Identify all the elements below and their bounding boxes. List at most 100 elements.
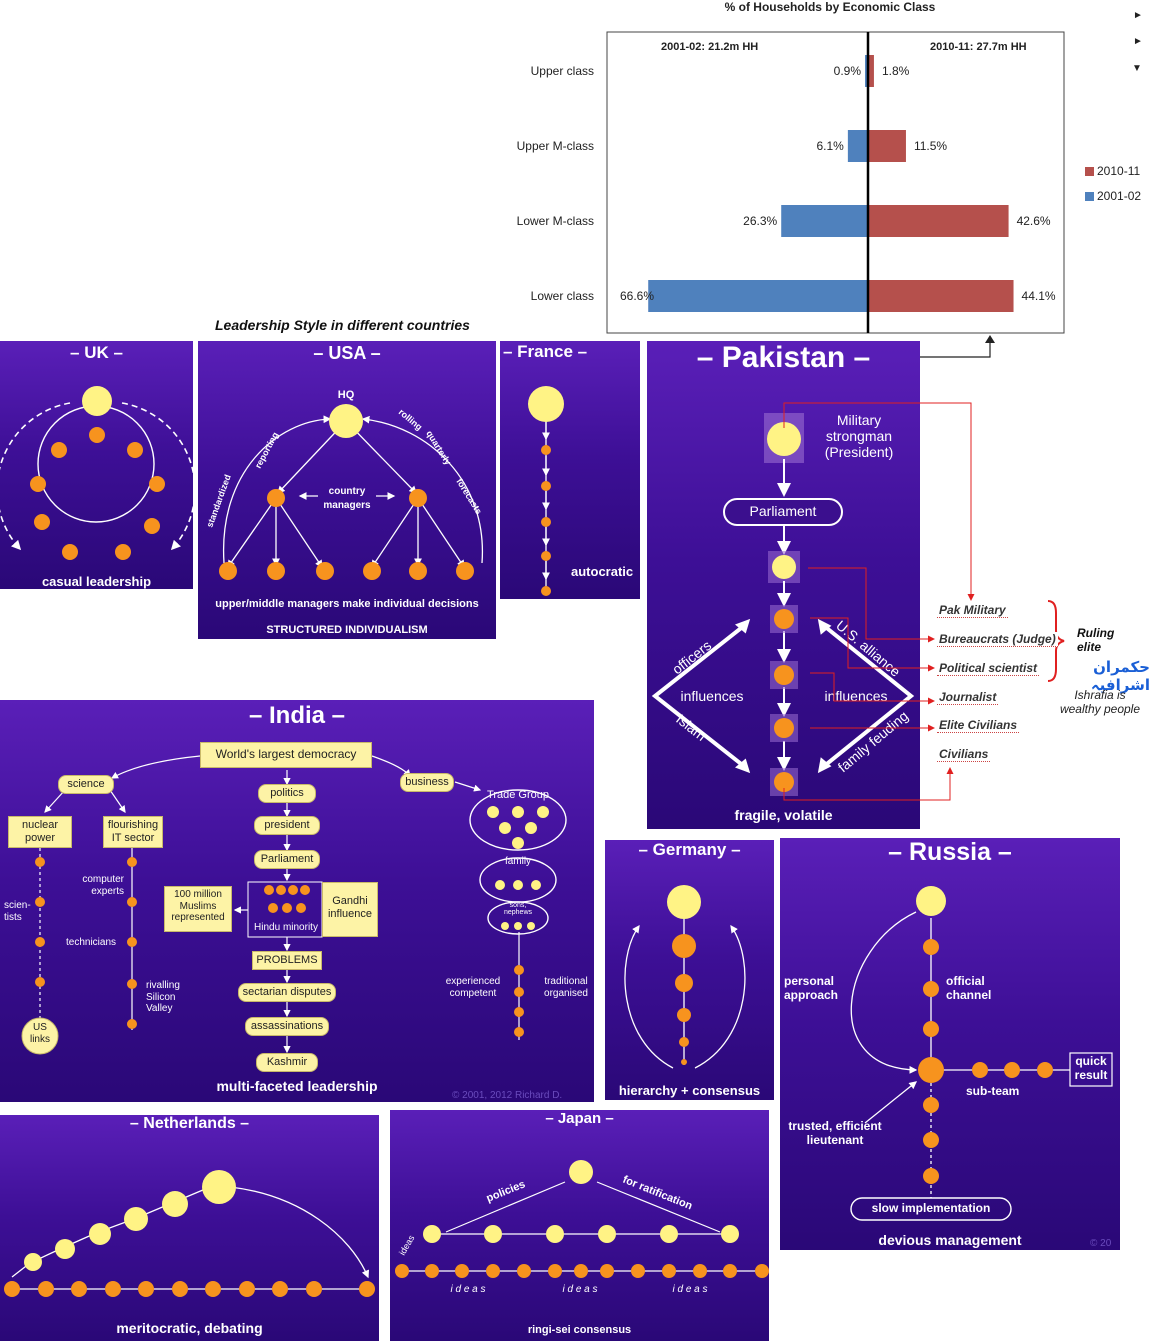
india-politics: politics	[258, 784, 316, 803]
page-heading: Leadership Style in different countries	[215, 317, 470, 333]
label-2010-2: 42.6%	[1017, 214, 1051, 228]
india-technicians: technicians	[66, 937, 117, 948]
netherlands-title: – Netherlands –	[129, 1115, 250, 1132]
usa-panel: – USA – HQ reporting standardized rollin…	[198, 341, 496, 639]
russia-copyright: © 20	[1090, 1238, 1112, 1249]
russia-caption: devious management	[878, 1232, 1022, 1248]
label-2010-3: 44.1%	[1022, 289, 1056, 303]
france-diagram	[528, 386, 564, 596]
ishrafia-note: Ishrafia is wealthy people	[1059, 688, 1141, 717]
category-label-1: Upper M-class	[517, 139, 594, 153]
bar-2010-3	[868, 280, 1014, 312]
india-muslims: 100 million Muslims represented	[164, 886, 232, 932]
ruling-elite-label: Ruling elite	[1077, 626, 1115, 655]
india-problems: PROBLEMS	[252, 951, 322, 970]
legend-label-2010: 2010-11	[1097, 164, 1141, 178]
pak-military: Military strongman (President)	[824, 412, 894, 461]
india-nuclear: nuclear power	[8, 816, 72, 848]
bar-2001-3	[648, 280, 868, 312]
side-arrow-1[interactable]: ►	[1133, 10, 1143, 21]
russia-personal: personal approach	[784, 974, 839, 1002]
legend-2010: 2010-11	[1085, 164, 1140, 178]
japan-title: – Japan –	[545, 1110, 614, 1127]
side-arrow-3[interactable]: ▼	[1132, 63, 1142, 74]
usa-diagram: HQ reporting standardized rolling quarte…	[204, 389, 484, 580]
india-us-links: US links	[29, 1022, 50, 1045]
india-experienced: experienced competent	[445, 976, 501, 999]
russia-title: – Russia –	[888, 838, 1012, 866]
india-gandhi: Gandhi influence	[322, 882, 378, 937]
chart-left-header: 2001-02: 21.2m HH	[661, 41, 758, 53]
uk-title: – UK –	[70, 343, 123, 362]
ruling-elite-brace	[1047, 600, 1065, 682]
pak-caption: fragile, volatile	[734, 807, 833, 823]
pak-influences-right: influences	[824, 688, 887, 704]
category-label-3: Lower class	[531, 289, 594, 303]
india-scientists: scien- tists	[4, 900, 31, 923]
side-arrow-2[interactable]: ►	[1133, 36, 1143, 47]
usa-forecasts: forecasts	[454, 477, 484, 516]
label-2001-2: 26.3%	[743, 214, 777, 228]
india-traditional: traditional organised	[544, 976, 588, 999]
pakistan-role-connectors	[783, 402, 975, 801]
pak-role-elite-civilians: Elite Civilians	[937, 718, 1020, 733]
russia-slow[interactable]: slow implementation	[871, 1201, 991, 1215]
bar-2010-0	[868, 55, 874, 87]
india-science: science	[58, 775, 114, 794]
japan-diagram: policies for ratification ideas i d e a …	[395, 1160, 769, 1295]
pak-officers: officers	[669, 637, 714, 677]
japan-ideas-1: i d e a s	[450, 1284, 485, 1295]
russia-panel: – Russia – personal approach official ch…	[780, 838, 1120, 1250]
india-hindu: Hindu minority	[254, 922, 318, 933]
japan-ideas-2: i d e a s	[562, 1284, 597, 1295]
germany-diagram	[624, 885, 746, 1069]
legend-2001: 2001-02	[1085, 189, 1141, 203]
uk-panel: – UK – casual leadership	[0, 341, 193, 589]
pakistan-diagram: officers influences Islam U.S. alliance …	[651, 413, 915, 796]
russia-trusted: trusted, efficient lieutenant	[788, 1119, 882, 1147]
bar-2001-2	[781, 205, 868, 237]
india-democracy: World's largest democracy	[200, 742, 372, 768]
pak-role-bureaucrats: Bureaucrats (Judge)	[937, 632, 1058, 647]
india-sectarian: sectarian disputes	[238, 983, 336, 1002]
russia-subteam: sub-team	[966, 1084, 1020, 1098]
legend-swatch-2010	[1085, 167, 1094, 176]
chart-title: % of Households by Economic Class	[724, 0, 936, 14]
usa-managers: managers	[323, 500, 371, 511]
category-label-2: Lower M-class	[517, 214, 594, 228]
india-title: – India –	[248, 702, 346, 729]
pak-role-journalist: Journalist	[937, 690, 999, 705]
pak-role-military: Pak Military	[937, 603, 1008, 618]
pak-role-civilians: Civilians	[937, 747, 991, 762]
india-trade: Trade Group	[487, 789, 549, 801]
uk-caption: casual leadership	[41, 574, 152, 589]
usa-standardized: standardized	[204, 473, 232, 529]
category-label-0: Upper class	[531, 64, 594, 78]
india-copyright: © 2001, 2012 Richard D.	[452, 1090, 563, 1101]
bar-2010-2	[868, 205, 1009, 237]
pak-role-political-scientist: Political scientist	[937, 661, 1040, 676]
pakistan-title: – Pakistan –	[696, 341, 871, 374]
label-2001-1: 6.1%	[817, 139, 845, 153]
india-president: president	[254, 816, 320, 835]
russia-official: official channel	[946, 974, 992, 1002]
legend-swatch-2001	[1085, 192, 1094, 201]
india-it: flourishing IT sector	[103, 816, 163, 848]
bar-2010-1	[868, 130, 906, 162]
japan-ideas-3: i d e a s	[672, 1284, 707, 1295]
india-panel: – India –	[0, 700, 594, 1102]
india-assassinations: assassinations	[245, 1017, 329, 1036]
label-2010-0: 1.8%	[882, 64, 910, 78]
usa-caption-1: upper/middle managers make individual de…	[215, 598, 479, 610]
urdu-label: حکمران اشرافیہ	[1090, 658, 1150, 694]
netherlands-diagram	[4, 1170, 375, 1297]
germany-caption: hierarchy + consensus	[618, 1083, 761, 1098]
netherlands-caption: meritocratic, debating	[116, 1320, 263, 1336]
pak-parliament: Parliament	[749, 503, 817, 519]
france-panel: – France – autocratic	[500, 341, 640, 599]
label-2001-3: 66.6%	[620, 289, 654, 303]
label-2001-0: 0.9%	[834, 64, 862, 78]
usa-country: country	[329, 486, 366, 497]
india-family: family	[504, 856, 532, 867]
